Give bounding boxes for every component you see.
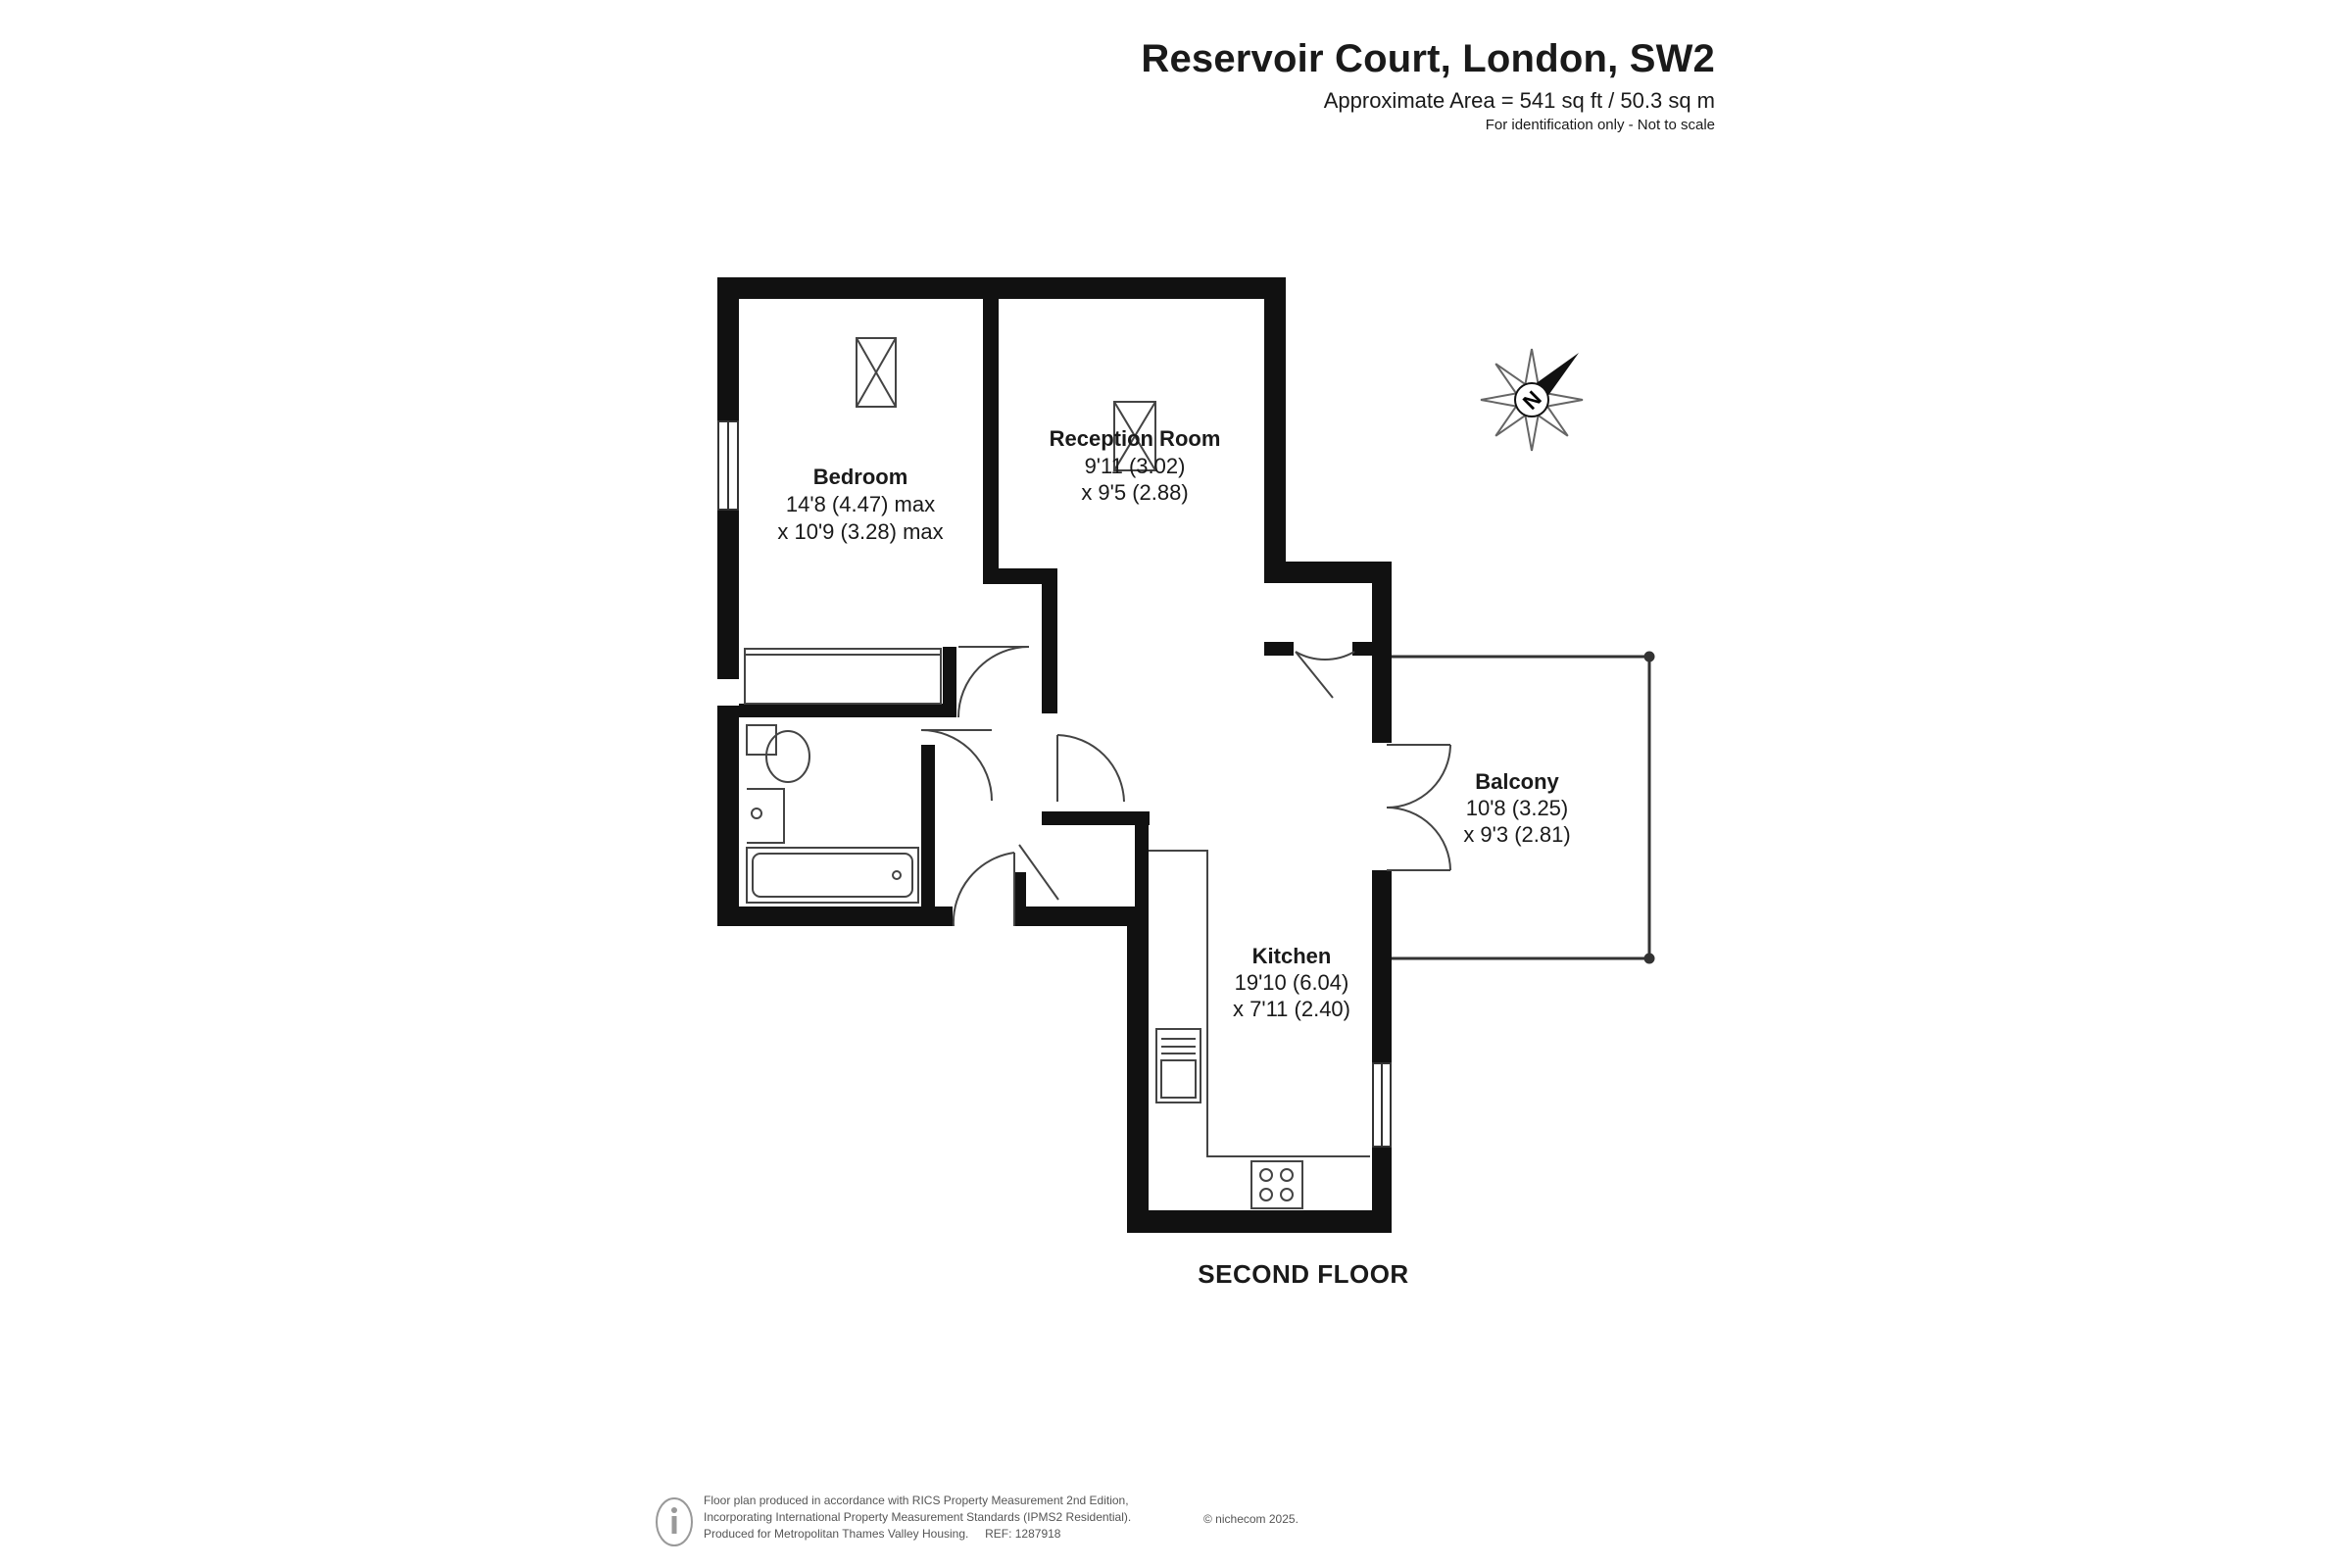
footer-line-3: Produced for Metropolitan Thames Valley …: [704, 1526, 1131, 1543]
measurement-standard-logo-icon: [656, 1497, 693, 1546]
balcony-outline: [1392, 651, 1655, 964]
footer-line-1: Floor plan produced in accordance with R…: [704, 1494, 1129, 1507]
basin-icon: [747, 788, 785, 844]
kitchen-counters: [1149, 850, 1370, 1209]
footer-produced-for: Produced for Metropolitan Thames Valley …: [704, 1527, 969, 1541]
toilet-icon: [765, 730, 810, 783]
wall-top: [717, 277, 1286, 299]
reception-name: Reception Room: [1050, 426, 1221, 451]
reception-dim1: 9'11 (3.02): [1085, 454, 1186, 478]
interior-walls: [739, 299, 1392, 926]
balcony-name: Balcony: [1475, 769, 1559, 794]
wall-left-lower: [717, 706, 739, 926]
plan-footer: Floor plan produced in accordance with R…: [655, 1493, 1341, 1551]
wall-bedroom-door-jamb: [943, 647, 956, 717]
wall-cupboard-hall-top: [1042, 811, 1150, 825]
kitchen-name: Kitchen: [1252, 944, 1332, 968]
wall-step: [983, 568, 1057, 584]
door-cupboard-reception[interactable]: [1295, 651, 1334, 699]
wall-east-lower: [1372, 870, 1392, 1233]
bath-icon: [746, 847, 919, 904]
exterior-walls: [717, 277, 1392, 1233]
wall-bed-reception: [983, 299, 999, 583]
toilet-cistern: [746, 724, 777, 756]
wall-kitchen-left: [1127, 916, 1149, 1233]
balcony-dim1: 10'8 (3.25): [1466, 796, 1569, 820]
wall-bath-right: [921, 745, 935, 926]
hob-icon: [1250, 1160, 1303, 1209]
footer-text: Floor plan produced in accordance with R…: [704, 1493, 1131, 1543]
skylight-reception: [1113, 401, 1156, 471]
footer-ref: REF: 1287918: [985, 1527, 1061, 1541]
door-bathroom[interactable]: [920, 729, 993, 802]
balcony-door[interactable]: [1379, 744, 1451, 871]
wall-cupboard-hall-right: [1135, 811, 1149, 926]
doors[interactable]: [920, 646, 1355, 927]
plan-header: Reservoir Court, London, SW2 Approximate…: [1141, 35, 1715, 135]
door-front[interactable]: [952, 852, 1015, 927]
floor-label: SECOND FLOOR: [1198, 1259, 1409, 1289]
wall-hall-bottom: [1014, 906, 1149, 926]
wardrobe: [744, 648, 942, 705]
scale-disclaimer: For identification only - Not to scale: [1485, 117, 1715, 133]
sink-icon: [1155, 1028, 1201, 1103]
wall-cupboard-top: [1264, 562, 1392, 583]
reception-dim2: x 9'5 (2.88): [1081, 480, 1188, 505]
bedroom-dim1: 14'8 (4.47) max: [786, 492, 935, 516]
skylight-bedroom: [856, 337, 897, 408]
approximate-area: Approximate Area = 541 sq ft / 50.3 sq m: [1323, 88, 1715, 113]
wall-hall-right-upper: [1042, 568, 1057, 713]
footer-line-2: Incorporating International Property Mea…: [704, 1510, 1132, 1524]
bedroom-dim2: x 10'9 (3.28) max: [777, 519, 943, 544]
footer-copyright: © nichecom 2025.: [1203, 1512, 1298, 1526]
wall-cupboard-hall-left: [1014, 872, 1026, 926]
door-cupboard-hall[interactable]: [1018, 844, 1059, 901]
wall-recep-cupboard-bottom-right: [1352, 642, 1392, 656]
balcony-dim2: x 9'3 (2.81): [1463, 822, 1570, 847]
windows: [717, 420, 1392, 1148]
skylights: [856, 337, 1156, 471]
property-title: Reservoir Court, London, SW2: [1141, 37, 1715, 80]
wall-bedroom-bottom: [739, 704, 955, 717]
kitchen-dim1: 19'10 (6.04): [1235, 970, 1349, 995]
wall-bath-bottom: [717, 906, 953, 926]
bedroom-name: Bedroom: [813, 465, 908, 489]
room-labels: Bedroom 14'8 (4.47) max x 10'9 (3.28) ma…: [777, 426, 1570, 1021]
wall-recep-cupboard-bottom-left: [1264, 642, 1294, 656]
wall-kitchen-bottom: [1127, 1210, 1392, 1233]
kitchen-dim2: x 7'11 (2.40): [1233, 997, 1350, 1021]
compass-icon: N: [1480, 348, 1584, 452]
wall-reception-right: [1264, 277, 1286, 562]
bathroom-fixtures: [746, 724, 919, 904]
